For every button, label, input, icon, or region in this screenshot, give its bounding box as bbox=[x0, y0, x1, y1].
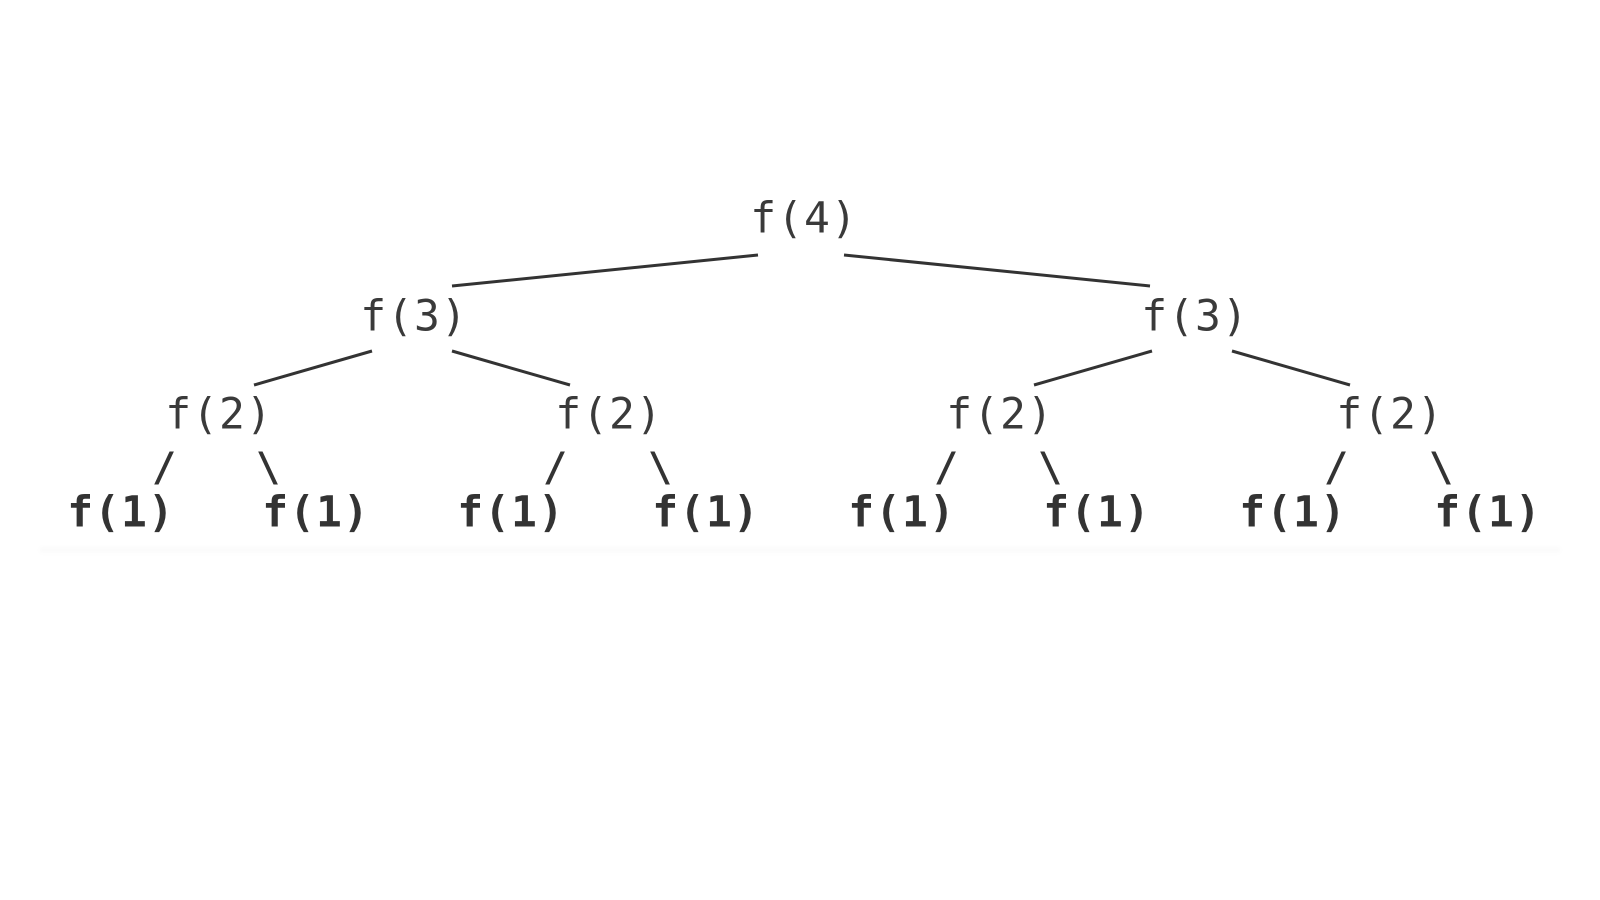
node-f2-4: f(2) bbox=[1336, 389, 1444, 440]
node-f4-root: f(4) bbox=[750, 193, 858, 244]
connector-right-3: \ bbox=[1037, 445, 1063, 491]
edge-l1b-right bbox=[1231, 349, 1351, 387]
connector-left-4: / bbox=[1323, 445, 1349, 491]
node-f2-3: f(2) bbox=[946, 389, 1054, 440]
connector-right-1: \ bbox=[255, 445, 281, 491]
edge-root-left bbox=[451, 253, 759, 288]
connector-right-2: \ bbox=[647, 445, 673, 491]
leaf-f1-1: f(1) bbox=[67, 487, 175, 538]
connector-right-4: \ bbox=[1428, 445, 1454, 491]
edge-l1b-left bbox=[1033, 349, 1153, 387]
node-f2-1: f(2) bbox=[165, 389, 273, 440]
node-f3-left: f(3) bbox=[360, 291, 468, 342]
connector-left-1: / bbox=[151, 445, 177, 491]
leaf-f1-7: f(1) bbox=[1239, 487, 1347, 538]
connector-left-2: / bbox=[542, 445, 568, 491]
leaf-f1-6: f(1) bbox=[1043, 487, 1151, 538]
leaf-f1-4: f(1) bbox=[652, 487, 760, 538]
leaf-row-shadow bbox=[40, 548, 1560, 554]
node-f2-2: f(2) bbox=[555, 389, 663, 440]
edge-root-right bbox=[843, 253, 1151, 288]
leaf-f1-2: f(1) bbox=[262, 487, 370, 538]
connector-left-3: / bbox=[933, 445, 959, 491]
node-f3-right: f(3) bbox=[1141, 291, 1249, 342]
leaf-f1-3: f(1) bbox=[457, 487, 565, 538]
leaf-f1-5: f(1) bbox=[848, 487, 956, 538]
edge-l1a-right bbox=[451, 349, 571, 387]
edge-l1a-left bbox=[253, 349, 373, 387]
leaf-f1-8: f(1) bbox=[1434, 487, 1542, 538]
